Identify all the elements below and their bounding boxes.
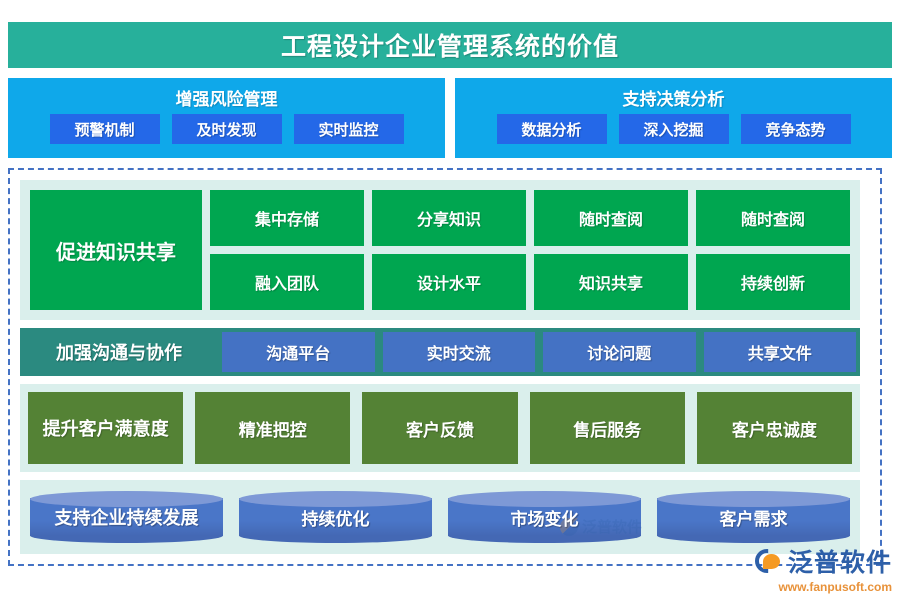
page-title-bar: 工程设计企业管理系统的价值	[8, 22, 892, 68]
communication-label[interactable]: 加强沟通与协作	[56, 343, 182, 363]
chip-risk-1[interactable]: 及时发现	[171, 114, 282, 144]
cylinder-label-0: 支持企业持续发展	[54, 508, 199, 528]
cylinder-top-ellipse-3	[657, 491, 850, 507]
chip-knowledge-2[interactable]: 随时查阅	[534, 190, 688, 246]
chip-decision-2[interactable]: 竞争态势	[740, 114, 851, 144]
section-knowledge-sharing: 促进知识共享 集中存储 分享知识 随时查阅 随时查阅 融入团队 设计水平 知识共…	[20, 180, 860, 320]
section-communication: 加强沟通与协作 沟通平台 实时交流 讨论问题 共享文件	[20, 328, 860, 376]
knowledge-sharing-label[interactable]: 促进知识共享	[30, 190, 202, 310]
cylinder-label-3: 客户需求	[719, 509, 788, 529]
chip-satisfaction-1[interactable]: 客户反馈	[362, 392, 518, 464]
panel-decision-analysis-chips: 数据分析 深入挖掘 竞争态势	[496, 114, 851, 144]
cylinder-top-ellipse-2	[448, 491, 641, 507]
company-logo: 泛普软件 www.fanpusoft.com	[754, 543, 892, 594]
chip-communication-1[interactable]: 实时交流	[382, 332, 535, 372]
chip-communication-3[interactable]: 共享文件	[703, 332, 856, 372]
chip-decision-1[interactable]: 深入挖掘	[618, 114, 729, 144]
knowledge-sharing-grid: 集中存储 分享知识 随时查阅 随时查阅 融入团队 设计水平 知识共享 持续创新	[210, 190, 850, 310]
logo-main: 泛普软件	[754, 543, 892, 579]
cylinder-development-0[interactable]: 持续优化	[239, 491, 432, 543]
logo-website-url: www.fanpusoft.com	[778, 580, 892, 594]
value-sections-container: 促进知识共享 集中存储 分享知识 随时查阅 随时查阅 融入团队 设计水平 知识共…	[8, 168, 882, 566]
chip-knowledge-6[interactable]: 知识共享	[534, 254, 688, 310]
fanpu-logo-icon	[754, 547, 783, 575]
page-title: 工程设计企业管理系统的价值	[280, 33, 619, 61]
cylinder-development-label[interactable]: 支持企业持续发展	[30, 491, 223, 543]
logo-company-name: 泛普软件	[787, 549, 892, 577]
chip-satisfaction-3[interactable]: 客户忠诚度	[696, 392, 853, 464]
panel-risk-management[interactable]: 增强风险管理 预警机制 及时发现 实时监控	[8, 78, 445, 158]
chip-satisfaction-0[interactable]: 精准把控	[195, 392, 351, 464]
risk-and-decision-row: 增强风险管理 预警机制 及时发现 实时监控 支持决策分析 数据分析 深入挖掘 竞…	[8, 78, 892, 158]
cylinder-label-1: 持续优化	[301, 509, 370, 529]
section-sustainable-development: 支持企业持续发展 持续优化 市场变化 客户需求	[20, 480, 860, 554]
chip-knowledge-0[interactable]: 集中存储	[210, 190, 364, 246]
chip-satisfaction-2[interactable]: 售后服务	[529, 392, 685, 464]
chip-communication-0[interactable]: 沟通平台	[222, 332, 375, 372]
chip-knowledge-3[interactable]: 随时查阅	[696, 190, 850, 246]
cylinder-development-1[interactable]: 市场变化	[448, 491, 641, 543]
cylinder-label-2: 市场变化	[510, 509, 579, 529]
chip-knowledge-1[interactable]: 分享知识	[372, 190, 526, 246]
satisfaction-label[interactable]: 提升客户满意度	[28, 392, 184, 464]
cylinder-top-ellipse-0	[30, 491, 223, 507]
chip-knowledge-4[interactable]: 融入团队	[210, 254, 364, 310]
cylinder-top-ellipse-1	[239, 491, 432, 507]
cylinder-development-2[interactable]: 客户需求	[657, 491, 850, 543]
panel-risk-management-chips: 预警机制 及时发现 实时监控	[49, 114, 404, 144]
panel-decision-analysis-heading: 支持决策分析	[622, 89, 725, 109]
panel-decision-analysis[interactable]: 支持决策分析 数据分析 深入挖掘 竞争态势	[455, 78, 892, 158]
chip-risk-2[interactable]: 实时监控	[293, 114, 404, 144]
chip-risk-0[interactable]: 预警机制	[49, 114, 160, 144]
section-customer-satisfaction: 提升客户满意度 精准把控 客户反馈 售后服务 客户忠诚度	[20, 384, 860, 472]
chip-decision-0[interactable]: 数据分析	[496, 114, 607, 144]
chip-communication-2[interactable]: 讨论问题	[543, 332, 696, 372]
chip-knowledge-7[interactable]: 持续创新	[696, 254, 850, 310]
panel-risk-management-heading: 增强风险管理	[175, 89, 278, 109]
chip-knowledge-5[interactable]: 设计水平	[372, 254, 526, 310]
